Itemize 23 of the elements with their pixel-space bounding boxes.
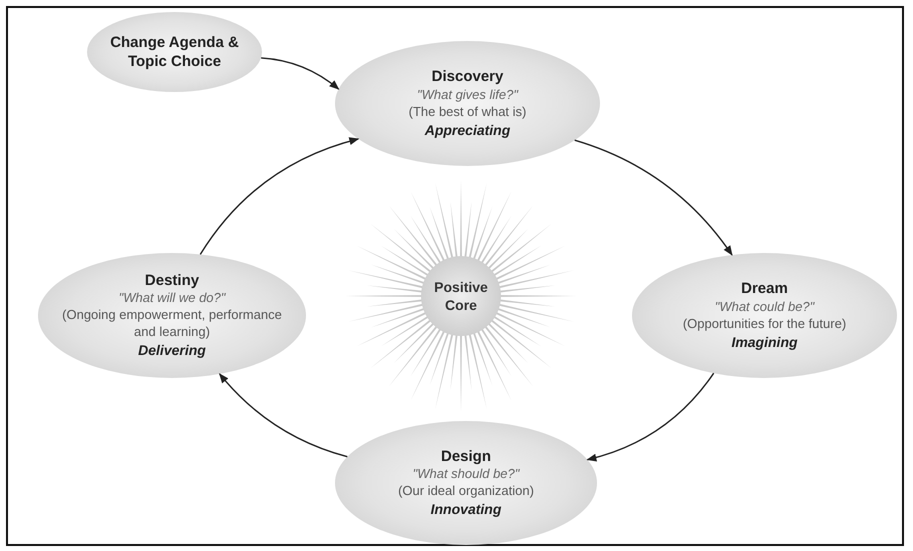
- phase-title: Design: [440, 448, 491, 466]
- phase-verb: Delivering: [138, 341, 206, 360]
- phase-description: (The best of what is): [408, 104, 526, 121]
- phase-question: "What will we do?": [118, 290, 226, 308]
- arrow: [574, 140, 733, 256]
- phase-title: Destiny: [144, 272, 200, 290]
- phase-question: "What could be?": [714, 298, 814, 316]
- arrow: [586, 372, 714, 462]
- arrow: [261, 57, 340, 90]
- phase-description: (Ongoing empowerment, performance and learning): [61, 307, 283, 342]
- phase-question: "What should be?": [412, 466, 520, 484]
- phase-description: (Our ideal organization): [398, 483, 534, 500]
- node-title: Change Agenda & Topic Choice: [110, 32, 240, 72]
- phase-verb: Imagining: [731, 332, 798, 351]
- phase-title: Discovery: [432, 68, 504, 87]
- phase-verb: Innovating: [430, 500, 502, 518]
- phase-description: (Opportunities for the future): [682, 316, 846, 333]
- phase-title: Dream: [741, 280, 788, 299]
- phase-question: "What gives life?": [417, 86, 518, 104]
- arrow: [218, 373, 348, 458]
- phase-verb: Appreciating: [424, 120, 510, 139]
- core-label: Positive Core: [433, 278, 489, 314]
- arrow: [200, 137, 360, 255]
